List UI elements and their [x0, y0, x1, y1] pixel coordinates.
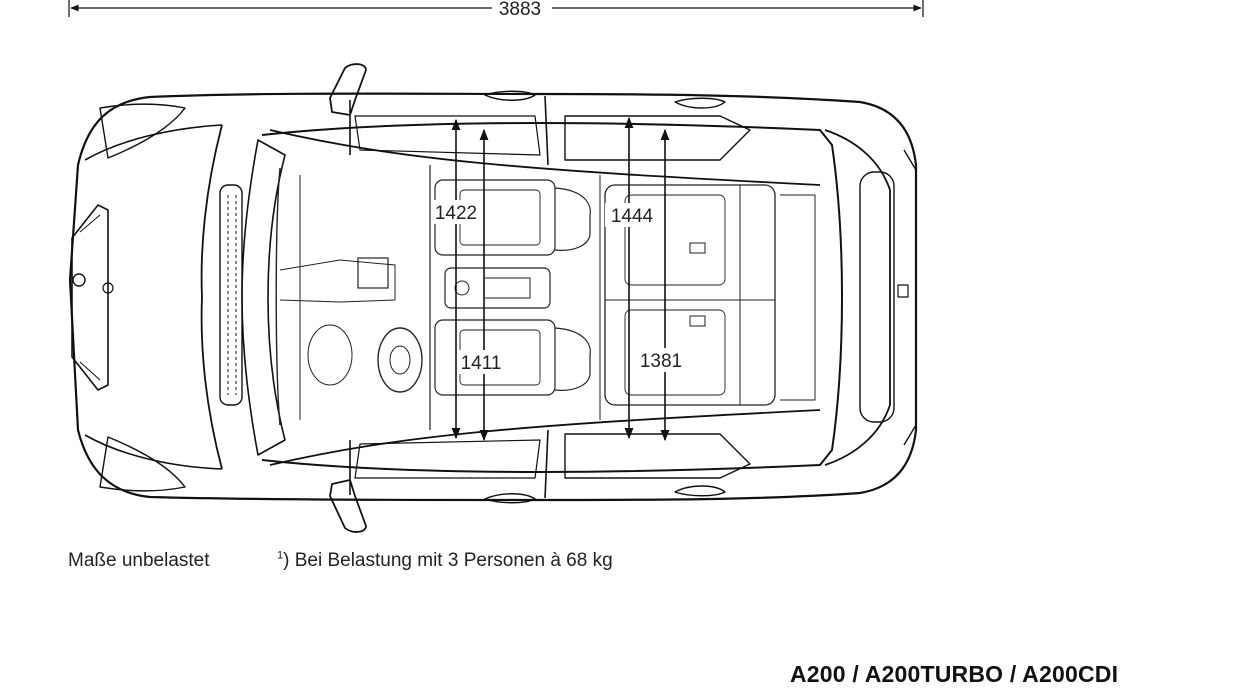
length-value: 3883	[499, 0, 541, 20]
label-1444: 1444	[611, 206, 654, 227]
headroom-labels: 1422 1444 1411 1381	[432, 200, 685, 374]
label-1411: 1411	[461, 353, 502, 374]
label-1422: 1422	[435, 203, 477, 224]
headroom-dimensions	[451, 116, 670, 442]
footnote-marker: 1	[277, 549, 284, 562]
unloaded-note: Maße unbelastet	[68, 550, 210, 571]
label-1381: 1381	[640, 351, 682, 372]
footnote-text: ) Bei Belastung mit 3 Personen à 68 kg	[283, 550, 613, 571]
length-dimension: 3883	[68, 0, 924, 20]
car-body	[68, 63, 918, 533]
car-interior	[275, 165, 816, 430]
footnote: 1) Bei Belastung mit 3 Personen à 68 kg	[277, 550, 613, 572]
model-title: A200 / A200TURBO / A200CDI	[790, 661, 1119, 687]
